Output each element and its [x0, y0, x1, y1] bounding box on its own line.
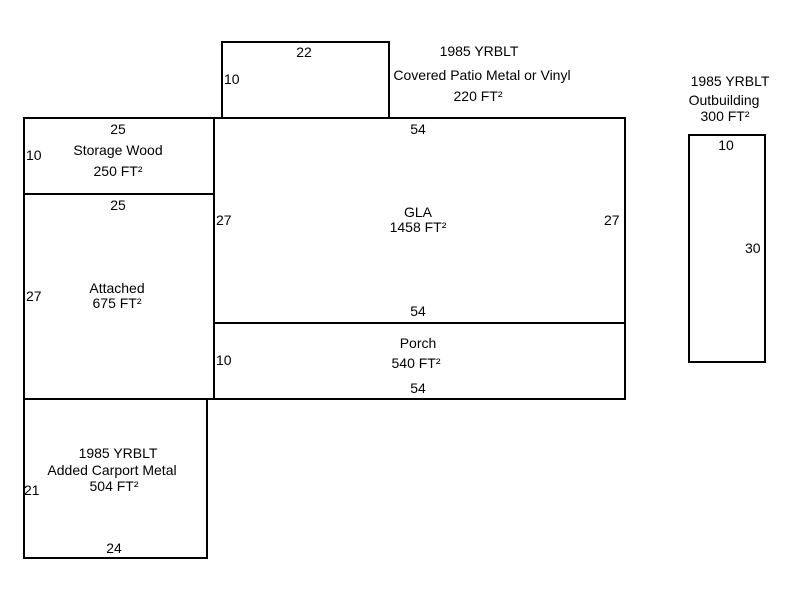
- gla-area-label: 1458 FT²: [389, 219, 447, 235]
- porch-name: Porch: [399, 335, 437, 351]
- storage-area-label: 250 FT²: [93, 163, 143, 179]
- gla-top-dim: 54: [410, 121, 426, 137]
- carport-bottom-dim: 24: [106, 540, 122, 556]
- patio-name: Covered Patio Metal or Vinyl: [393, 67, 571, 83]
- attached-top-dim: 25: [110, 197, 126, 213]
- porch-area: [213, 322, 626, 400]
- gla-right-dim: 27: [604, 212, 620, 228]
- outbuilding-area-label: 300 FT²: [700, 108, 750, 124]
- attached-area-label: 675 FT²: [92, 295, 142, 311]
- gla-bottom-dim: 54: [410, 303, 426, 319]
- gla-left-dim: 27: [216, 212, 232, 228]
- carport-area: [23, 398, 208, 559]
- carport-year: 1985 YRBLT: [78, 445, 158, 461]
- porch-bottom-dim: 54: [410, 380, 426, 396]
- carport-name: Added Carport Metal: [47, 462, 177, 478]
- gla-name: GLA: [403, 204, 433, 220]
- outbuilding-top-dim: 10: [718, 137, 734, 153]
- outbuilding-name: Outbuilding: [688, 92, 760, 108]
- porch-left-dim: 10: [216, 352, 232, 368]
- attached-left-dim: 27: [26, 288, 42, 304]
- patio-top-dim: 22: [296, 44, 312, 60]
- patio-area-label: 220 FT²: [453, 88, 503, 104]
- storage-name: Storage Wood: [73, 142, 163, 158]
- carport-left-dim: 21: [24, 482, 40, 498]
- outbuilding-year: 1985 YRBLT: [690, 73, 770, 89]
- attached-name: Attached: [89, 280, 145, 296]
- carport-area-label: 504 FT²: [89, 478, 139, 494]
- storage-left-dim: 10: [26, 147, 42, 163]
- outbuilding-area: [688, 134, 766, 363]
- outbuilding-right-dim: 30: [745, 240, 761, 256]
- patio-year: 1985 YRBLT: [439, 43, 519, 59]
- porch-area-label: 540 FT²: [391, 355, 441, 371]
- patio-left-dim: 10: [224, 71, 240, 87]
- storage-top-dim: 25: [110, 121, 126, 137]
